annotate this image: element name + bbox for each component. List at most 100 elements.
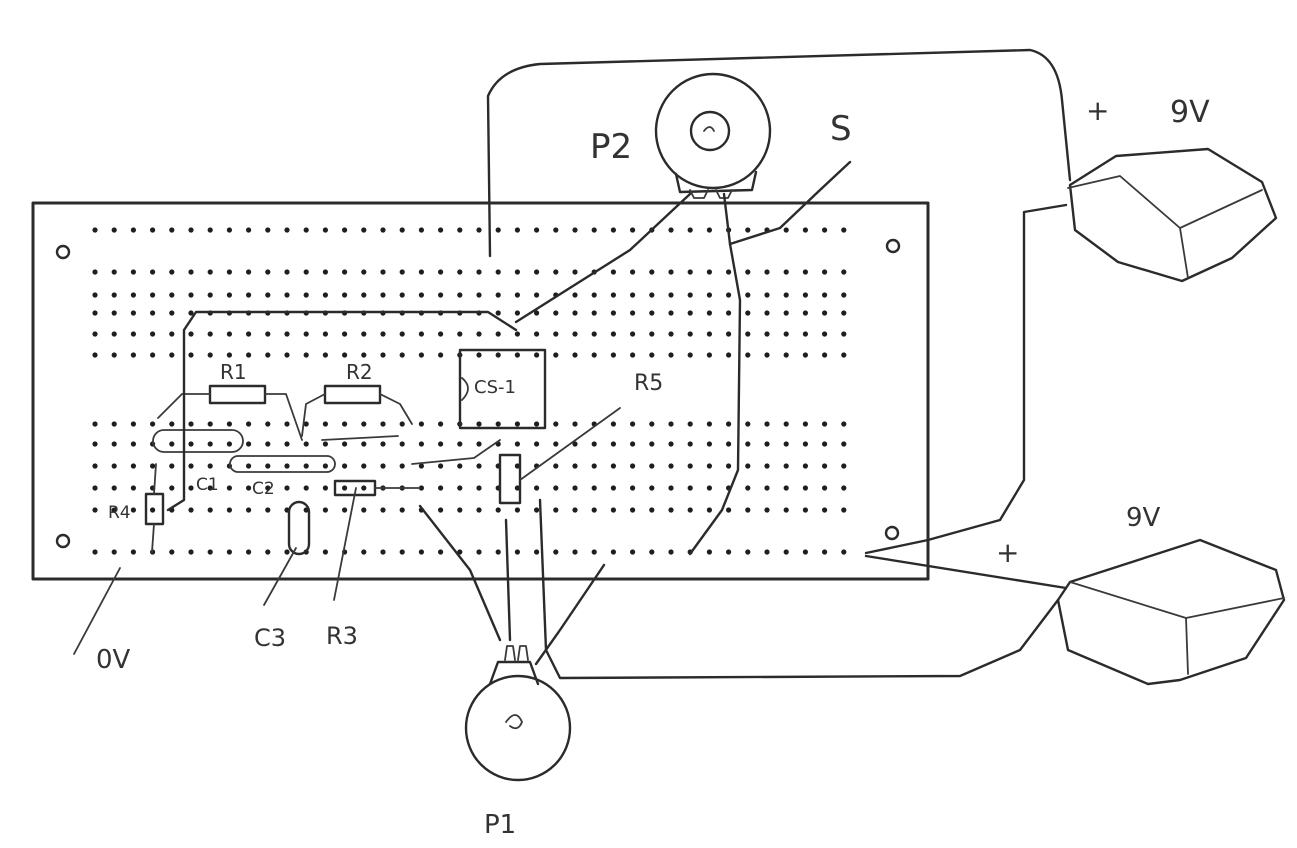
breadboard-hole	[668, 421, 674, 427]
breadboard-hole	[322, 507, 328, 513]
breadboard-hole	[610, 310, 617, 316]
breadboard-hole	[380, 227, 386, 233]
breadboard-hole	[188, 227, 194, 233]
breadboard-hole	[438, 463, 444, 469]
breadboard-hole	[783, 507, 789, 513]
breadboard-hole	[303, 352, 309, 358]
breadboard-hole	[649, 310, 655, 316]
breadboard-hole	[745, 485, 751, 491]
breadboard-hole	[438, 485, 444, 491]
text-labels: R1 R2 R4 R5 CS-1 C1 C2 C3 R3 P1 P2 S 0V …	[96, 94, 1210, 840]
breadboard-hole	[610, 352, 617, 358]
breadboard-hole	[246, 549, 252, 555]
breadboard-hole	[726, 421, 732, 427]
breadboard-hole	[361, 352, 367, 358]
breadboard-hole	[553, 421, 559, 427]
breadboard-hole	[303, 331, 309, 337]
breadboard-hole	[630, 352, 636, 358]
breadboard-hole	[399, 331, 405, 337]
label-battery-top-plus: +	[1086, 94, 1109, 127]
breadboard-hole	[514, 227, 521, 233]
breadboard-hole	[764, 310, 770, 316]
breadboard-hole	[246, 463, 252, 469]
breadboard-hole	[726, 463, 732, 469]
breadboard-hole	[207, 463, 213, 469]
breadboard-hole	[610, 331, 617, 337]
breadboard-hole	[591, 485, 597, 491]
breadboard-hole	[92, 549, 98, 555]
breadboard-hole	[822, 549, 828, 555]
breadboard-hole	[284, 421, 290, 427]
resistor-r2	[323, 384, 382, 405]
breadboard-hole	[706, 331, 713, 337]
breadboard-hole	[726, 292, 732, 298]
breadboard-hole	[188, 352, 194, 358]
breadboard-hole	[303, 421, 309, 427]
breadboard-hole	[745, 507, 751, 513]
label-s: S	[830, 109, 852, 149]
breadboard-hole	[150, 507, 156, 513]
breadboard-hole	[668, 269, 674, 275]
breadboard-hole	[476, 549, 482, 555]
breadboard-hole	[342, 292, 348, 298]
breadboard-hole	[457, 549, 463, 555]
breadboard-hole	[303, 292, 309, 298]
breadboard-hole	[130, 352, 136, 358]
breadboard-hole	[399, 421, 405, 427]
breadboard-hole	[92, 352, 98, 358]
breadboard-hole	[822, 463, 828, 469]
breadboard-hole	[783, 331, 789, 337]
breadboard-hole	[630, 292, 636, 298]
potentiometer-p1	[464, 645, 572, 782]
breadboard-hole	[495, 507, 501, 513]
breadboard-hole	[534, 441, 540, 447]
breadboard-hole	[361, 227, 367, 233]
breadboard-hole	[361, 441, 367, 447]
resistor-r5	[498, 453, 522, 505]
breadboard-hole	[706, 421, 713, 427]
breadboard-hole	[226, 485, 232, 491]
breadboard-hole	[207, 292, 213, 298]
breadboard-hole	[572, 352, 578, 358]
breadboard-hole	[553, 352, 559, 358]
breadboard-hole	[380, 352, 386, 358]
breadboard-hole	[630, 227, 636, 233]
breadboard-hole	[802, 310, 809, 316]
breadboard-hole	[188, 269, 194, 275]
breadboard-hole	[342, 331, 348, 337]
breadboard-hole	[418, 485, 424, 491]
potentiometer-p2	[654, 72, 772, 199]
breadboard-hole	[553, 549, 559, 555]
breadboard-hole	[130, 310, 136, 316]
breadboard-hole	[745, 352, 751, 358]
breadboard-hole	[342, 507, 348, 513]
breadboard-hole	[246, 485, 252, 491]
resistor-r1	[208, 384, 267, 405]
breadboard-hole	[169, 352, 175, 358]
breadboard-hole	[130, 269, 136, 275]
breadboard-hole	[726, 331, 732, 337]
breadboard-hole	[841, 292, 847, 298]
breadboard-hole	[361, 269, 367, 275]
breadboard-hole	[342, 227, 348, 233]
breadboard-hole	[802, 292, 809, 298]
breadboard-hole	[111, 421, 117, 427]
breadboard-hole	[534, 421, 540, 427]
breadboard-hole	[706, 485, 713, 491]
breadboard-hole	[265, 269, 271, 275]
label-battery-bottom-plus: +	[996, 536, 1019, 569]
breadboard-hole	[284, 441, 290, 447]
breadboard-hole	[783, 485, 789, 491]
breadboard-hole	[265, 441, 271, 447]
breadboard-hole	[476, 331, 482, 337]
breadboard-hole	[226, 269, 232, 275]
capacitor-c3	[287, 500, 311, 556]
breadboard-hole	[802, 549, 809, 555]
breadboard-hole	[342, 485, 348, 491]
breadboard-hole	[841, 549, 847, 555]
label-c1: C1	[196, 475, 219, 495]
battery-bottom	[1056, 538, 1286, 686]
breadboard-hole	[687, 269, 693, 275]
breadboard-hole	[284, 269, 290, 275]
breadboard-hole	[841, 507, 847, 513]
